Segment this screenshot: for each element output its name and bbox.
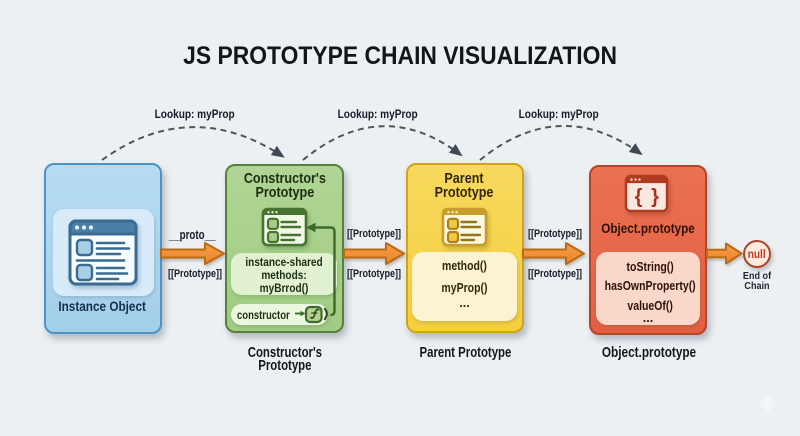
svg-text:}: } — [651, 186, 659, 208]
svg-text:{: { — [635, 186, 643, 208]
